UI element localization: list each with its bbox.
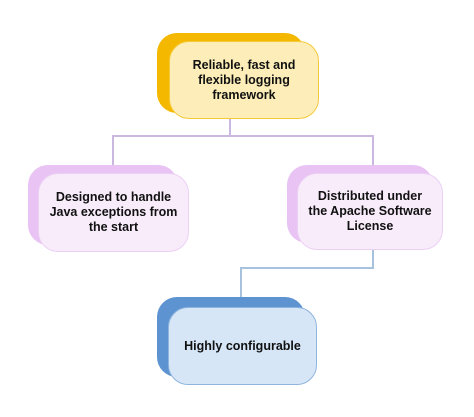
connector-to-bottom	[240, 267, 242, 298]
node-left-label: Designed to handle Java exceptions from …	[49, 190, 178, 234]
node-root: Reliable, fast and flexible logging fram…	[157, 33, 319, 119]
node-right: Distributed under the Apache Software Li…	[287, 165, 443, 250]
node-bottom-card: Highly configurable	[168, 307, 317, 385]
node-root-label: Reliable, fast and flexible logging fram…	[192, 57, 296, 102]
node-right-card: Distributed under the Apache Software Li…	[297, 173, 443, 250]
node-right-label: Distributed under the Apache Software Li…	[308, 189, 432, 233]
node-bottom-label: Highly configurable	[184, 338, 301, 353]
connector-right-branch	[240, 267, 374, 269]
connector-right-stem	[372, 248, 374, 269]
node-bottom: Highly configurable	[157, 297, 317, 385]
node-root-card: Reliable, fast and flexible logging fram…	[169, 41, 319, 119]
node-left: Designed to handle Java exceptions from …	[28, 165, 189, 252]
connector-to-right	[372, 135, 374, 167]
connector-root-branch	[112, 135, 374, 137]
node-left-card: Designed to handle Java exceptions from …	[38, 173, 189, 252]
connector-to-left	[112, 135, 114, 167]
connector-root-stem	[229, 118, 231, 136]
